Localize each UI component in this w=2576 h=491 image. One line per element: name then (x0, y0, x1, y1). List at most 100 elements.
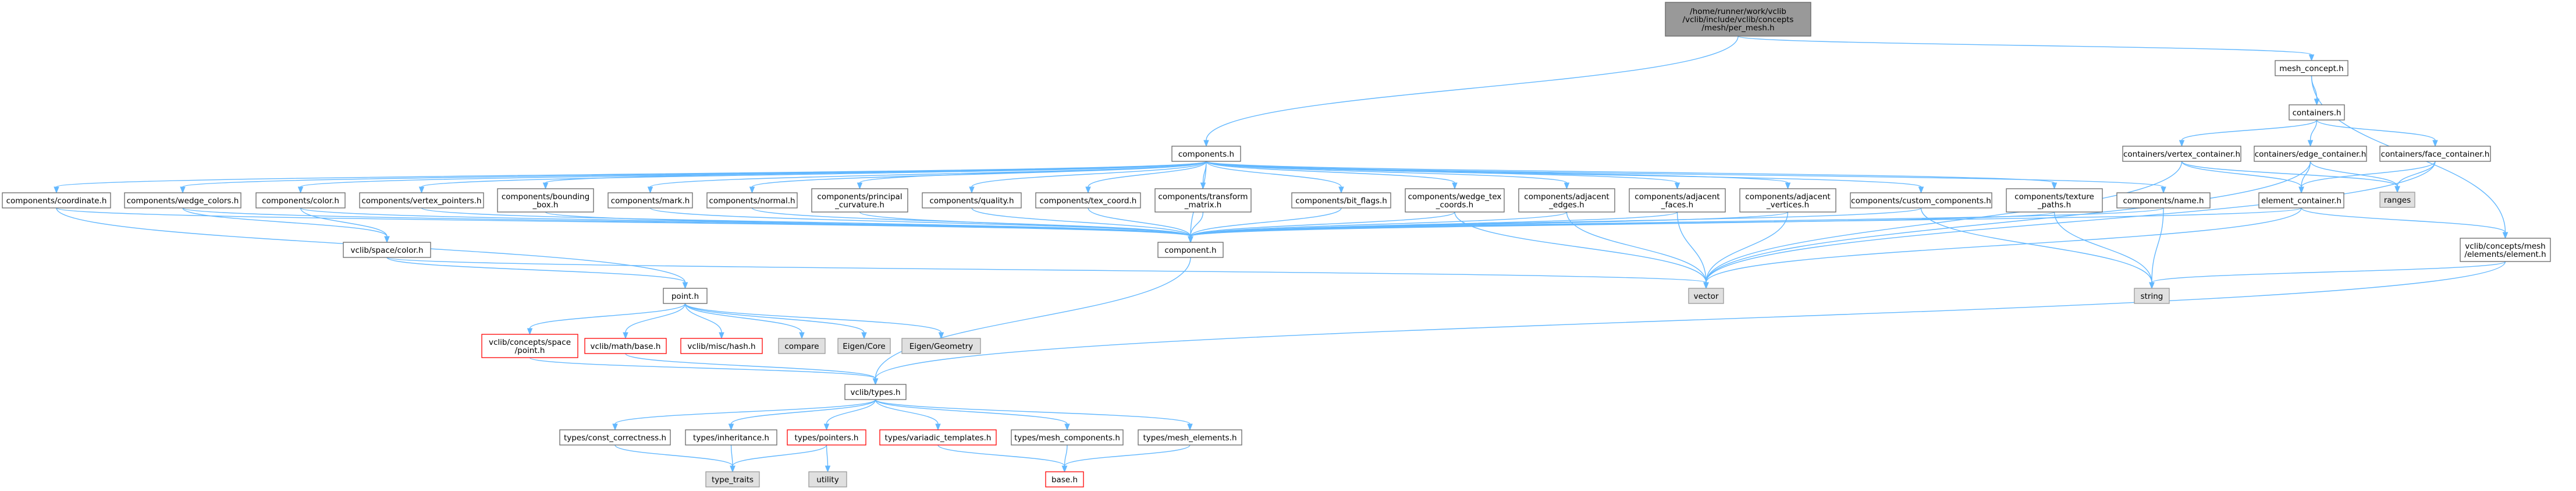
node-t-pointers[interactable]: types/pointers.h (787, 429, 866, 446)
edge-arrowhead (969, 186, 975, 194)
node-label: components/texture (2014, 192, 2094, 202)
edge-line (2309, 161, 2398, 187)
node-root[interactable]: /home/runner/work/vclib/vclib/include/vc… (1665, 2, 1811, 37)
node-label: /point.h (515, 346, 545, 355)
node-space-point[interactable]: vclib/concepts/space/point.h (481, 334, 578, 358)
edge-components_h-to-c_adj_vertices (1206, 161, 1791, 190)
edge-components_h-to-c_vertex_pointers (418, 161, 1207, 194)
node-containers-h[interactable]: containers.h (2289, 104, 2345, 121)
node-label: /mesh/per_mesh.h (1701, 23, 1774, 33)
node-c-wedge-tex[interactable]: components/wedge_tex_coords.h (1405, 188, 1505, 213)
node-compare[interactable]: compare (778, 338, 826, 354)
node-c-texture-paths[interactable]: components/texture_paths.h (2006, 188, 2103, 213)
node-label: _box.h (532, 200, 558, 210)
node-component-h[interactable]: component.h (1157, 242, 1224, 258)
node-label: element_container.h (2261, 196, 2342, 206)
node-label: compare (784, 342, 819, 351)
node-vector[interactable]: vector (1688, 288, 1724, 304)
node-c-mark[interactable]: components/mark.h (607, 192, 693, 209)
node-type-traits[interactable]: type_traits (705, 471, 760, 488)
node-box (1045, 471, 1084, 488)
node-eigen-core[interactable]: Eigen/Core (837, 338, 891, 354)
node-components-h[interactable]: components.h (1171, 146, 1241, 162)
node-label: components/quality.h (929, 196, 1014, 206)
node-c-color[interactable]: components/color.h (255, 192, 346, 209)
edge-line (937, 444, 1065, 467)
edge-t_pointers-to-utility (825, 444, 831, 473)
node-base-h[interactable]: base.h (1045, 471, 1084, 488)
node-c-adj-vertices[interactable]: components/adjacent_vertices.h (1739, 188, 1836, 213)
node-string[interactable]: string (2134, 288, 2170, 304)
edge-line (826, 444, 829, 467)
node-c-wedge-colors[interactable]: components/wedge_colors.h (124, 192, 241, 209)
edge-arrowhead (719, 332, 724, 340)
edge-cont_vertex-to-ranges (2181, 161, 2400, 193)
edge-t_const-to-type_traits (614, 444, 736, 473)
edge-line (1706, 207, 2302, 283)
edge-line (1206, 161, 1455, 183)
node-c-custom[interactable]: components/custom_components.h (1850, 192, 1992, 209)
edge-line (1206, 161, 2055, 183)
node-t-inheritance[interactable]: types/inheritance.h (685, 429, 777, 446)
edge-point_h-to-eigen_geometry (684, 303, 944, 340)
node-t-mesh-components[interactable]: types/mesh_components.h (1011, 429, 1124, 446)
node-c-adj-faces[interactable]: components/adjacent_faces.h (1629, 188, 1726, 213)
node-c-bit-flags[interactable]: components/bit_flags.h (1291, 192, 1391, 209)
edge-line (859, 161, 1207, 183)
node-types-h[interactable]: vclib/types.h (844, 384, 907, 400)
edge-line (2316, 119, 2436, 141)
node-box (837, 338, 891, 354)
node-c-adj-edges[interactable]: components/adjacent_edges.h (1518, 188, 1615, 213)
node-label: base.h (1051, 475, 1078, 485)
edge-arrowhead (2307, 140, 2314, 147)
node-point-h[interactable]: point.h (663, 288, 708, 304)
node-box (1629, 188, 1726, 213)
node-c-transform[interactable]: components/transform_matrix.h (1154, 188, 1252, 213)
node-box (1035, 192, 1141, 209)
node-c-quality[interactable]: components/quality.h (922, 192, 1022, 209)
node-c-principal[interactable]: components/principal_curvature.h (811, 188, 908, 213)
edge-arrowhead (1564, 182, 1570, 190)
node-box (808, 471, 847, 488)
node-box (124, 192, 241, 209)
node-c-normal[interactable]: components/normal.h (706, 192, 798, 209)
node-cont-face[interactable]: containers/face_container.h (2379, 146, 2491, 162)
edge-line (875, 261, 2506, 379)
node-ranges[interactable]: ranges (2379, 192, 2415, 208)
node-cont-vertex[interactable]: containers/vertex_container.h (2122, 146, 2241, 162)
edge-line (1206, 161, 2164, 188)
node-mesh-concept[interactable]: mesh_concept.h (2275, 60, 2348, 76)
node-math-base[interactable]: vclib/math/base.h (584, 338, 667, 354)
node-label: vclib/types.h (850, 388, 900, 397)
node-t-variadic[interactable]: types/variadic_templates.h (879, 429, 997, 446)
node-c-vertex-pointers[interactable]: components/vertex_pointers.h (359, 192, 484, 209)
node-t-mesh-elements[interactable]: types/mesh_elements.h (1138, 429, 1242, 446)
edge-line (826, 399, 876, 425)
edge-t_mesh_elements-to-base_h (1061, 444, 1191, 473)
node-label: _curvature.h (834, 200, 884, 210)
edge-arrowhead (799, 332, 805, 340)
node-space-color[interactable]: vclib/space/color.h (343, 242, 431, 258)
edge-arrowhead (1085, 186, 1091, 194)
node-cont-edge[interactable]: containers/edge_container.h (2254, 146, 2367, 162)
edge-types_h-to-t_variadic (875, 399, 941, 431)
node-utility[interactable]: utility (808, 471, 847, 488)
node-c-coordinate[interactable]: components/coordinate.h (2, 192, 111, 209)
node-c-bounding-box[interactable]: components/bounding_box.h (497, 188, 594, 213)
node-label: types/pointers.h (795, 433, 859, 443)
node-element-container[interactable]: element_container.h (2258, 192, 2344, 209)
edge-mesh_element-to-string (2149, 261, 2506, 289)
edge-arrowhead (1061, 465, 1068, 473)
node-t-const[interactable]: types/const_correctness.h (559, 429, 671, 446)
node-c-tex-coord[interactable]: components/tex_coord.h (1035, 192, 1141, 209)
node-label: components/custom_components.h (1851, 196, 1991, 206)
node-c-name[interactable]: components/name.h (2116, 192, 2211, 209)
node-label: _coords.h (1436, 200, 1473, 210)
node-eigen-geometry[interactable]: Eigen/Geometry (901, 338, 981, 354)
node-mesh-element[interactable]: vclib/concepts/mesh/elements/element.h (2460, 238, 2551, 262)
node-misc-hash[interactable]: vclib/misc/hash.h (680, 338, 763, 354)
node-label: containers/vertex_container.h (2123, 150, 2240, 159)
edge-arrowhead (825, 465, 831, 473)
node-label: _edges.h (1548, 200, 1584, 210)
node-box (1665, 2, 1811, 37)
